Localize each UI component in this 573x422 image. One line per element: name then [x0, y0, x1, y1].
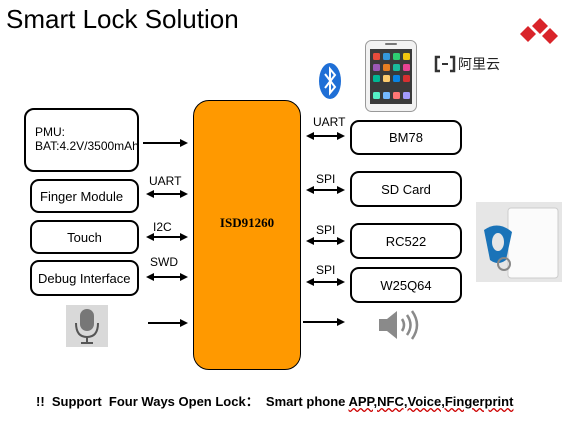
spi-sd-label: SPI — [316, 172, 336, 186]
pmu-box: PMU: BAT:4.2V/3500mAh — [24, 108, 139, 172]
mcu-block: ISD91260 — [193, 100, 301, 370]
bm78-label: BM78 — [389, 130, 423, 145]
rc522-box: RC522 — [350, 223, 462, 259]
smartphone-icon — [365, 40, 417, 112]
debug-interface-label: Debug Interface — [38, 270, 131, 286]
sd-card-label: SD Card — [381, 181, 431, 197]
bm78-box: BM78 — [350, 120, 462, 155]
company-logo — [520, 18, 558, 44]
debug-interface-box: Debug Interface — [30, 260, 139, 296]
rc522-label: RC522 — [385, 233, 427, 249]
footer-prefix: !! Support Four Ways Open Lock： Smart ph… — [36, 394, 349, 409]
spi-w25q64-label: SPI — [316, 263, 336, 277]
w25q64-box: W25Q64 — [350, 267, 462, 303]
aliyun-logo: 阿里云 — [434, 54, 500, 74]
w25q64-label: W25Q64 — [380, 277, 432, 293]
aliyun-text: 阿里云 — [458, 56, 500, 72]
spi-rc522-label: SPI — [316, 223, 336, 237]
speaker-icon — [379, 310, 419, 340]
finger-module-label: Finger Module — [40, 188, 124, 204]
page-title: Smart Lock Solution — [6, 4, 239, 34]
touch-label: Touch — [67, 229, 102, 245]
mcu-label: ISD91260 — [219, 215, 275, 230]
finger-module-box: Finger Module — [30, 179, 139, 213]
uart-left-label: UART — [149, 174, 182, 188]
touch-box: Touch — [30, 220, 139, 254]
battery-spec: BAT:4.2V/3500mAh — [35, 139, 139, 153]
footer-methods: APP,NFC,Voice,Fingerprint — [348, 394, 514, 409]
aliyun-mark-icon — [434, 55, 456, 73]
pmu-label: PMU: — [35, 125, 65, 139]
uart-right-label: UART — [313, 115, 346, 129]
nfc-card-icon — [476, 202, 562, 282]
i2c-label: I2C — [153, 220, 172, 234]
footer-note: !! Support Four Ways Open Lock： Smart ph… — [36, 391, 513, 410]
swd-label: SWD — [150, 255, 178, 269]
microphone-icon — [66, 305, 108, 347]
sd-card-box: SD Card — [350, 171, 462, 207]
bluetooth-icon — [319, 63, 341, 99]
